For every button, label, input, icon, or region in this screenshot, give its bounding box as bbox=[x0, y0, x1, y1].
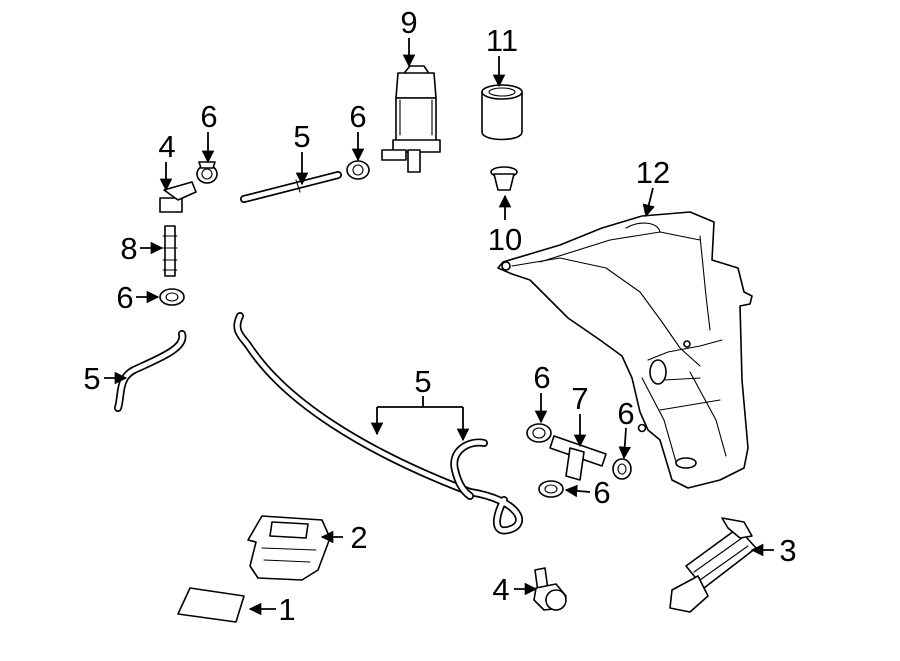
headlamp-washer-nozzle[interactable] bbox=[669, 517, 757, 613]
callout-6: 6 bbox=[617, 396, 634, 431]
callout-9: 9 bbox=[400, 5, 417, 40]
hose-connector-elbow[interactable] bbox=[159, 181, 197, 213]
callout-numbers: 9 11 12 10 6 6 5 4 8 6 5 5 6 7 6 6 2 3 1… bbox=[83, 5, 796, 627]
callout-6: 6 bbox=[533, 360, 550, 395]
callout-2: 2 bbox=[350, 520, 367, 555]
hose-tee-connector[interactable] bbox=[549, 435, 607, 481]
callout-12: 12 bbox=[636, 155, 670, 190]
hose-connector-straight[interactable] bbox=[162, 225, 178, 277]
hose-connector-elbow-lower[interactable] bbox=[533, 567, 567, 611]
callout-10: 10 bbox=[488, 222, 522, 257]
callout-leaders bbox=[104, 38, 774, 616]
callout-3: 3 bbox=[779, 533, 796, 568]
callout-4: 4 bbox=[492, 572, 509, 607]
washer-hose-straight[interactable] bbox=[240, 171, 342, 203]
hose-clamp-lower-c[interactable] bbox=[538, 480, 564, 498]
hose-clamp-left[interactable] bbox=[159, 288, 185, 306]
callout-5: 5 bbox=[83, 361, 100, 396]
pump-grommet[interactable] bbox=[481, 84, 523, 141]
cover-plate[interactable] bbox=[177, 587, 245, 623]
washer-hose-small[interactable] bbox=[114, 330, 187, 412]
hose-clamp-upper-left[interactable] bbox=[196, 161, 218, 184]
callout-6: 6 bbox=[349, 99, 366, 134]
callout-8: 8 bbox=[120, 231, 137, 266]
filler-grommet[interactable] bbox=[490, 166, 518, 191]
callout-7: 7 bbox=[571, 381, 588, 416]
hose-clamp-lower-b[interactable] bbox=[612, 458, 632, 480]
callout-6: 6 bbox=[593, 475, 610, 510]
mounting-bracket[interactable] bbox=[247, 515, 331, 581]
callout-4: 4 bbox=[158, 129, 175, 164]
washer-hose-long[interactable] bbox=[233, 312, 523, 535]
callout-5: 5 bbox=[293, 119, 310, 154]
callout-6: 6 bbox=[200, 99, 217, 134]
callout-1: 1 bbox=[278, 592, 295, 627]
callout-5: 5 bbox=[414, 364, 431, 399]
washer-reservoir[interactable] bbox=[497, 211, 753, 489]
callout-11: 11 bbox=[486, 23, 518, 58]
washer-pump[interactable] bbox=[381, 65, 441, 173]
callout-6: 6 bbox=[116, 280, 133, 315]
hose-clamp-upper-middle[interactable] bbox=[346, 160, 370, 180]
hose-clamp-lower-a[interactable] bbox=[526, 423, 552, 443]
